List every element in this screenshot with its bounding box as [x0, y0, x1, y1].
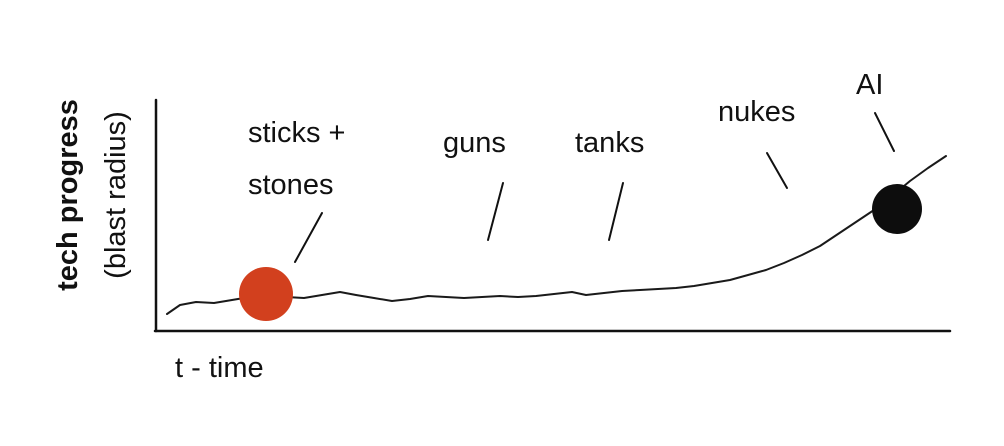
annotation-sticks-stones-line2: stones: [248, 169, 334, 201]
sticks-stones-pointer-line: [294, 212, 323, 263]
annotation-sticks-stones-line1: sticks +: [248, 117, 346, 149]
guns-pointer-line: [487, 182, 504, 241]
x-axis-label: t - time: [175, 352, 264, 384]
annotation-nukes: nukes: [718, 96, 796, 128]
ai-pointer-line: [874, 112, 895, 152]
annotation-ai: AI: [856, 69, 884, 101]
sticks-stones-marker: [239, 267, 293, 321]
ai-marker: [872, 184, 922, 234]
annotation-tanks: tanks: [575, 127, 645, 159]
annotation-guns: guns: [443, 127, 506, 159]
tanks-pointer-line: [608, 182, 624, 241]
nukes-pointer-line: [766, 152, 788, 189]
